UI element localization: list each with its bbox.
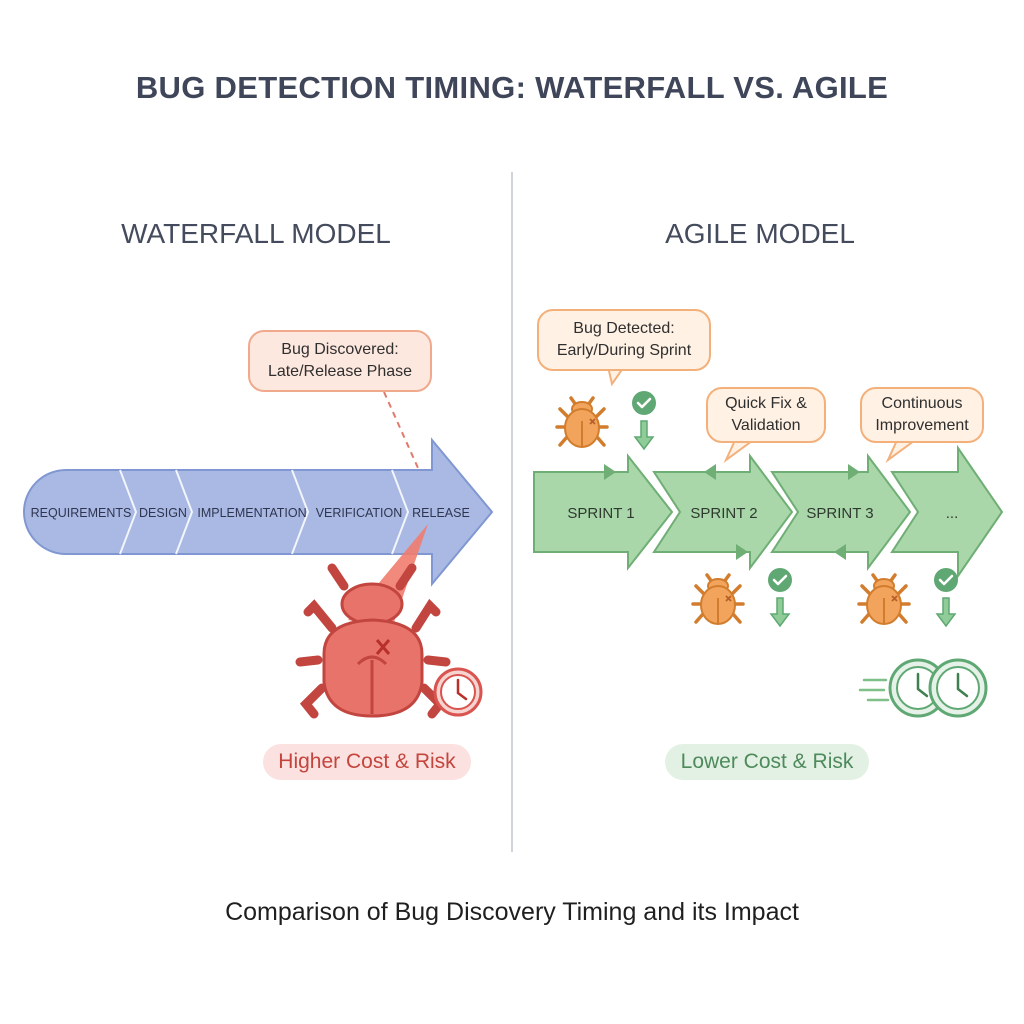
callout-line: Quick Fix & bbox=[725, 395, 807, 412]
sprint-label-3: SPRINT 3 bbox=[806, 505, 873, 522]
continuous-improvement-callout: Continuous Improvement bbox=[860, 387, 984, 443]
lower-cost-badge: Lower Cost & Risk bbox=[665, 744, 869, 780]
callout-line: Improvement bbox=[875, 417, 969, 434]
waterfall-heading: WATERFALL MODEL bbox=[121, 218, 391, 249]
quick-fix-callout: Quick Fix & Validation bbox=[706, 387, 826, 443]
phase-label-implementation: IMPLEMENTATION bbox=[197, 506, 306, 520]
down-arrow-icon bbox=[633, 420, 655, 451]
callout-line: Late/Release Phase bbox=[267, 363, 413, 380]
red-bug-icon bbox=[295, 563, 451, 719]
orange-bug-icon bbox=[691, 573, 745, 625]
phase-label-verification: VERIFICATION bbox=[316, 506, 403, 520]
higher-cost-badge: Higher Cost & Risk bbox=[263, 744, 471, 780]
agile-heading: AGILE MODEL bbox=[665, 218, 855, 249]
callout-line: Continuous bbox=[881, 395, 963, 412]
page-title: BUG DETECTION TIMING: WATERFALL VS. AGIL… bbox=[135, 70, 889, 105]
center-divider bbox=[511, 172, 513, 852]
phase-label-requirements: REQUIREMENTS bbox=[31, 506, 132, 520]
orange-bug-icon bbox=[857, 573, 911, 625]
sprint-label-1: SPRINT 1 bbox=[567, 505, 634, 522]
phase-label-release: RELEASE bbox=[412, 506, 470, 520]
sprint-label-2: SPRINT 2 bbox=[690, 505, 757, 522]
waterfall-arrow bbox=[23, 437, 494, 587]
clock-icon bbox=[433, 667, 483, 717]
fast-clocks-icon bbox=[858, 658, 988, 718]
sprint-label-more: ... bbox=[946, 505, 959, 522]
down-arrow-icon bbox=[935, 597, 957, 628]
orange-bug-icon bbox=[555, 396, 609, 448]
bug-detected-callout: Bug Detected: Early/During Sprint bbox=[537, 309, 711, 371]
callout-line: Early/During Sprint bbox=[556, 342, 692, 359]
callout-line: Bug Discovered: bbox=[281, 341, 399, 358]
callout-connector bbox=[383, 391, 419, 469]
check-icon bbox=[768, 568, 792, 592]
callout-line: Validation bbox=[731, 417, 801, 434]
check-icon bbox=[934, 568, 958, 592]
sprint-arrows bbox=[533, 444, 1004, 580]
phase-label-design: DESIGN bbox=[139, 506, 187, 520]
down-arrow-icon bbox=[769, 597, 791, 628]
callout-line: Bug Detected: bbox=[573, 320, 675, 337]
bug-discovered-callout: Bug Discovered: Late/Release Phase bbox=[248, 330, 432, 392]
caption: Comparison of Bug Discovery Timing and i… bbox=[225, 898, 799, 926]
check-icon bbox=[632, 391, 656, 415]
